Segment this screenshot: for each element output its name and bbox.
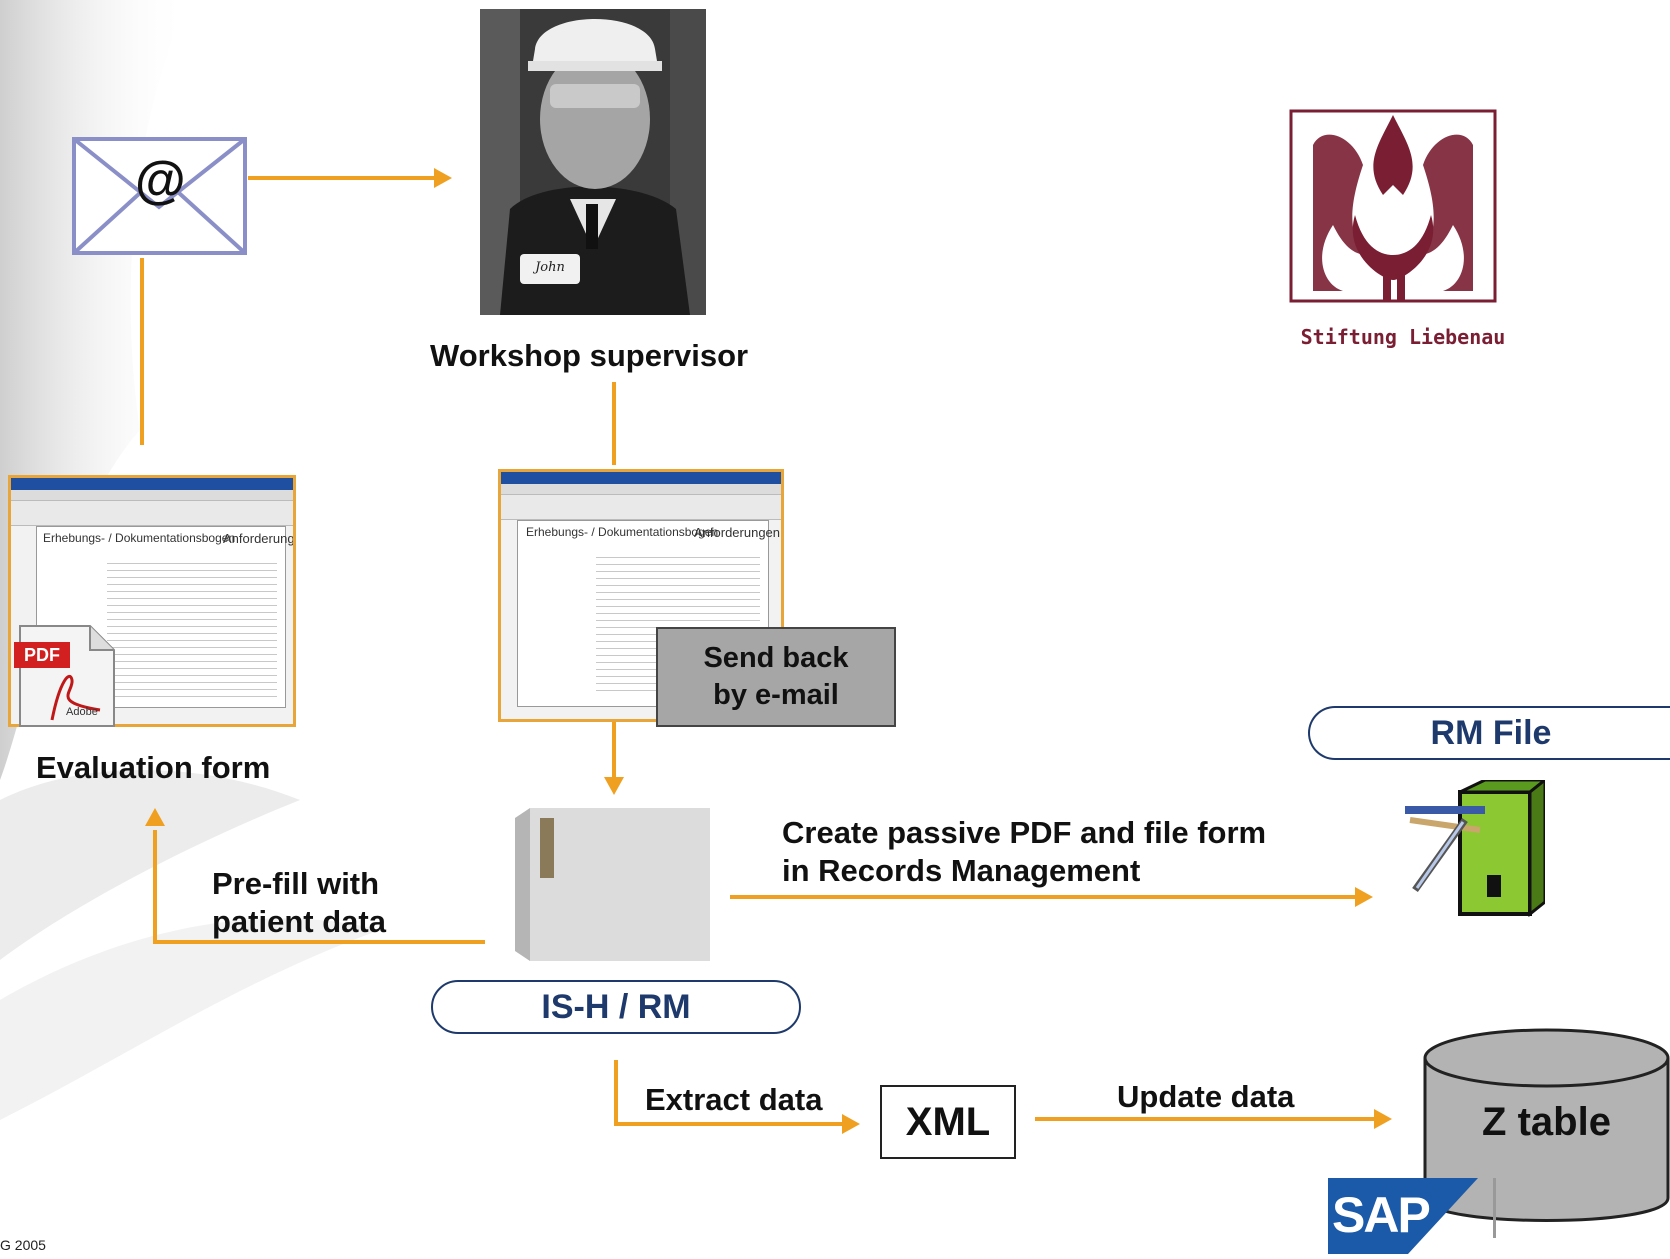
form-title: Erhebungs- / Dokumentationsbogen bbox=[526, 525, 719, 539]
create-passive-line2: in Records Management bbox=[782, 853, 1141, 888]
extract-data-label: Extract data bbox=[645, 1082, 823, 1117]
workshop-supervisor-label: Workshop supervisor bbox=[430, 338, 749, 373]
send-back-line2: by e-mail bbox=[713, 679, 839, 711]
at-sign: @ bbox=[134, 152, 185, 210]
server-box-icon bbox=[515, 808, 710, 961]
sap-logo: SAP bbox=[1328, 1178, 1498, 1254]
send-back-box: Send back by e-mail bbox=[656, 627, 896, 727]
adobe-text: Adobe bbox=[66, 706, 98, 718]
rm-file-pill: RM File bbox=[1308, 706, 1670, 760]
form-right-title: Anforderungen bbox=[223, 531, 295, 546]
email-envelope-icon: @ bbox=[72, 137, 247, 255]
send-back-line1: Send back bbox=[703, 642, 849, 674]
xml-box: XML bbox=[880, 1085, 1016, 1159]
pdf-icon: PDF Adobe bbox=[10, 620, 120, 732]
evaluation-form-label: Evaluation form bbox=[36, 750, 271, 785]
prefill-line2: patient data bbox=[212, 904, 386, 939]
form-right-title: Anforderungen bbox=[694, 525, 781, 540]
liebenau-text: Stiftung Liebenau bbox=[1300, 325, 1506, 349]
prefill-label: Pre-fill with patient data bbox=[212, 865, 386, 941]
z-table-label: Z table bbox=[1482, 1100, 1611, 1144]
z-table-database-icon: Z table bbox=[1423, 1028, 1670, 1228]
records-file-icon bbox=[1395, 776, 1550, 920]
is-h-rm-pill: IS-H / RM bbox=[431, 980, 801, 1034]
supervisor-photo: John bbox=[480, 9, 706, 315]
create-passive-label: Create passive PDF and file form in Reco… bbox=[782, 814, 1266, 890]
update-data-label: Update data bbox=[1117, 1079, 1295, 1114]
prefill-line1: Pre-fill with bbox=[212, 866, 380, 901]
evaluation-form-screenshot: Erhebungs- / Dokumentationsbogen Anforde… bbox=[8, 475, 296, 727]
sap-text: SAP bbox=[1332, 1187, 1431, 1243]
stiftung-liebenau-logo: Stiftung Liebenau bbox=[1283, 105, 1523, 355]
pdf-text: PDF bbox=[24, 645, 60, 665]
copyright-text: G 2005 bbox=[0, 1237, 46, 1253]
name-badge-text: John bbox=[535, 260, 565, 275]
form-title: Erhebungs- / Dokumentationsbogen bbox=[43, 531, 236, 545]
create-passive-line1: Create passive PDF and file form bbox=[782, 815, 1267, 850]
